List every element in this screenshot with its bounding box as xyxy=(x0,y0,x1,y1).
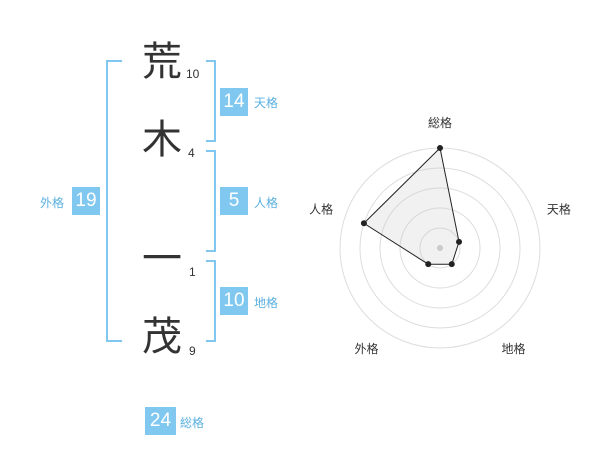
soukaku-label: 総格 xyxy=(180,416,205,430)
soukaku-badge: 24 xyxy=(145,407,176,435)
name-char-4: 茂 xyxy=(142,314,182,360)
radar-point-4 xyxy=(425,261,432,268)
radar-axis-label-5: 人格 xyxy=(309,201,333,216)
stroke-count-4: 9 xyxy=(189,344,196,358)
chikaku-bracket xyxy=(206,260,216,342)
name-char-1: 荒 xyxy=(142,39,182,85)
stroke-count-1: 10 xyxy=(186,67,200,81)
jinkaku-bracket xyxy=(206,150,216,252)
radar-grid-ring-1 xyxy=(419,227,461,269)
radar-grid-ring-3 xyxy=(379,187,501,309)
tenkaku-badge: 14 xyxy=(220,88,248,116)
radar-grid-ring-4 xyxy=(359,167,521,329)
gaikaku-label: 外格 xyxy=(40,196,65,210)
name-char-2: 木 xyxy=(142,117,182,163)
radar-axis-label-2: 天格 xyxy=(547,201,571,216)
stroke-count-2: 4 xyxy=(188,146,195,160)
radar-center-dot xyxy=(437,245,443,251)
chikaku-badge: 10 xyxy=(220,287,248,315)
chikaku-label: 地格 xyxy=(254,296,279,310)
radar-point-3 xyxy=(448,261,455,268)
radar-point-2 xyxy=(456,238,463,245)
jinkaku-badge: 5 xyxy=(220,187,248,215)
tenkaku-label: 天格 xyxy=(254,96,279,110)
stroke-count-3: 1 xyxy=(189,265,196,279)
name-char-3: 一 xyxy=(142,236,182,282)
radar-axis-label-3: 地格 xyxy=(501,341,525,356)
gaikaku-badge: 19 xyxy=(72,187,100,215)
radar-point-5 xyxy=(360,220,367,227)
radar-axis-label-1: 総格 xyxy=(428,115,452,130)
radar-point-1 xyxy=(437,145,443,151)
gaikaku-bracket xyxy=(106,60,122,342)
radar-value-polygon xyxy=(363,146,460,265)
radar-grid-ring-2 xyxy=(399,207,481,289)
jinkaku-label: 人格 xyxy=(254,196,279,210)
radar-axis-label-4: 外格 xyxy=(355,341,379,356)
tenkaku-bracket xyxy=(206,60,216,142)
